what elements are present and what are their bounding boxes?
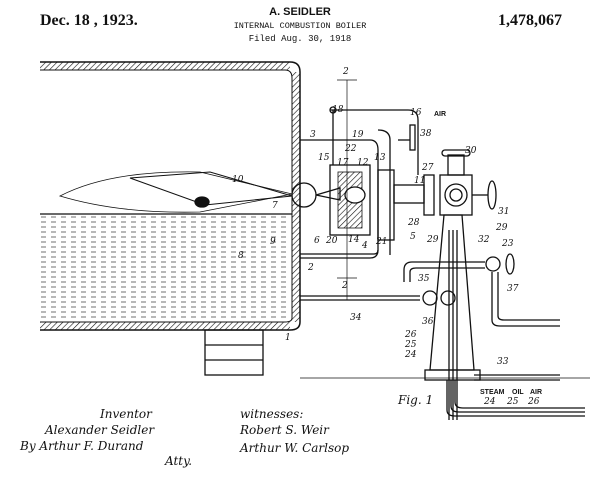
patent-header: A. SEIDLER INTERNAL COMBUSTION BOILER Fi…	[0, 6, 600, 44]
ref-16: 16	[410, 108, 422, 118]
patent-number: 1,478,067	[498, 12, 562, 29]
oil-label: OIL	[512, 389, 524, 396]
filed-date: Filed Aug. 30, 1918	[248, 34, 352, 44]
steam-label: STEAM	[480, 389, 505, 396]
valve-assembly	[423, 149, 497, 216]
ref-33: 33	[497, 357, 509, 367]
ref-34: 34	[350, 313, 362, 323]
ref-7: 7	[272, 201, 278, 211]
ref-8: 8	[238, 251, 244, 261]
inventor-signature: Alexander Seidler	[44, 423, 155, 437]
ref-26: 26	[404, 330, 417, 340]
boiler-shell	[40, 61, 301, 331]
ref-35: 35	[418, 274, 430, 284]
pipe-33	[474, 374, 560, 381]
air-label: AIR	[434, 111, 446, 118]
ref-31: 31	[498, 207, 509, 217]
witness-signature-1: Robert S. Weir	[239, 423, 330, 437]
reference-numerals: 1 2 2 2 3 4 5 6 7 8 9 10 11 12 13 14 15 …	[232, 67, 519, 367]
ref-27: 27	[421, 163, 434, 173]
signature-block: Inventor Alexander Seidler By Arthur F. …	[19, 407, 349, 468]
flame	[58, 171, 293, 213]
ref-15: 15	[318, 153, 330, 163]
ref-6: 6	[314, 236, 320, 246]
ref-29: 29	[495, 223, 508, 233]
ref-18: 18	[332, 105, 344, 115]
burner-housing	[291, 129, 425, 259]
water	[41, 216, 291, 321]
ref-20: 20	[325, 236, 338, 246]
witness-signature-2: Arthur W. Carlsop	[239, 441, 349, 455]
ref-24: 24	[404, 350, 417, 360]
ref-2: 2	[342, 67, 349, 77]
attorney-signature: By Arthur F. Durand	[19, 439, 144, 453]
ref-19: 19	[352, 130, 364, 140]
attorney-suffix: Atty.	[164, 454, 192, 468]
ref-37: 37	[507, 284, 519, 294]
ref-21: 21	[375, 237, 387, 247]
ref-36: 36	[422, 317, 434, 327]
ref-32: 32	[478, 235, 490, 245]
supply-lines	[446, 380, 585, 417]
supply-legend: STEAM OIL AIR 24 25 26	[480, 389, 542, 407]
ref-9: 9	[270, 237, 276, 247]
ref-1: 1	[285, 333, 291, 343]
ref-29: 29	[426, 235, 439, 245]
ref-11: 11	[414, 176, 425, 186]
ref-30: 30	[465, 146, 477, 156]
inventor-name: A. SEIDLER	[269, 6, 331, 18]
ref-26: 26	[527, 397, 540, 407]
ref-24: 24	[483, 397, 496, 407]
ref-2: 2	[307, 263, 314, 273]
ref-3: 3	[310, 130, 316, 140]
pipe-35	[403, 261, 485, 282]
support-base	[204, 329, 264, 376]
ref-10: 10	[232, 175, 244, 185]
patent-title: INTERNAL COMBUSTION BOILER	[233, 21, 367, 31]
air-pipe	[330, 109, 419, 175]
figure-label: Fig. 1	[397, 393, 433, 407]
lever	[409, 124, 416, 151]
witnesses-heading: witnesses:	[240, 407, 303, 421]
ref-2: 2	[341, 281, 348, 291]
ref-4: 4	[361, 241, 368, 251]
patent-date: Dec. 18 , 1923.	[40, 12, 138, 29]
ref-28: 28	[407, 218, 420, 228]
ref-22: 22	[344, 144, 357, 154]
ref-17: 17	[337, 158, 349, 168]
air-supply-label: AIR	[530, 389, 542, 396]
inventor-heading: Inventor	[99, 407, 153, 421]
ref-23: 23	[501, 239, 514, 249]
ref-25: 25	[506, 397, 519, 407]
ref-12: 12	[357, 158, 369, 168]
pipe-37	[491, 272, 560, 327]
ref-5: 5	[410, 232, 416, 242]
ref-13: 13	[374, 153, 386, 163]
ref-25: 25	[404, 340, 417, 350]
ref-14: 14	[348, 235, 360, 245]
ref-38: 38	[420, 129, 432, 139]
